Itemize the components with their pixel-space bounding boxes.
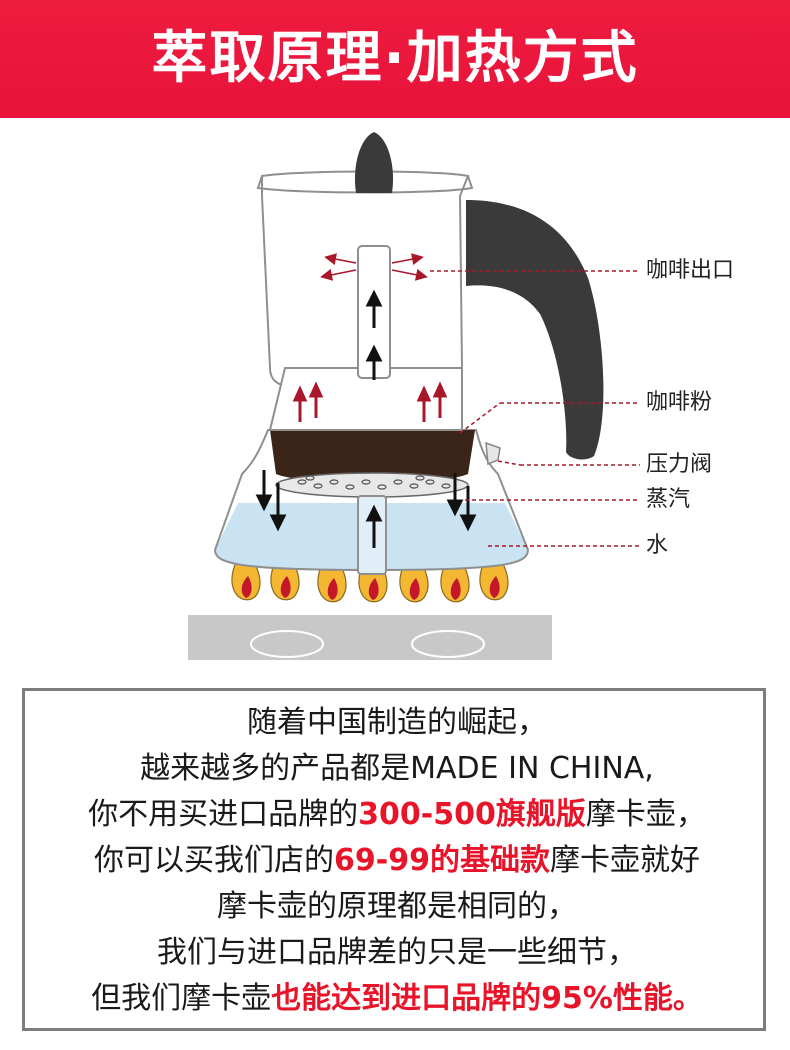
- funnel-tube: [357, 495, 387, 575]
- description-line: 摩卡壶的原理都是相同的，: [25, 887, 769, 927]
- middle-belt: [268, 367, 463, 431]
- highlight-text: 也能达到进口品牌的95%性能。: [271, 981, 703, 1016]
- description-line: 但我们摩卡壶也能达到进口品牌的95%性能。: [25, 979, 769, 1019]
- label-steam: 蒸汽: [646, 487, 691, 512]
- flames: [231, 544, 509, 603]
- body-text: 我们与进口品牌差的只是一些细节，: [157, 935, 637, 970]
- body-text: 但我们摩卡壶: [91, 981, 272, 1016]
- pressure-valve-shape: [485, 441, 501, 466]
- moka-pot-illustration: [188, 132, 640, 660]
- black-arrows: [255, 289, 477, 548]
- description-line: 你不用买进口品牌的300-500旗舰版摩卡壶，: [25, 795, 769, 835]
- body-text: 摩卡壶的原理都是相同的，: [217, 889, 577, 924]
- label-coffee-outlet: 咖啡出口: [646, 258, 735, 283]
- highlight-text: 69-99的基础款: [334, 843, 550, 878]
- body-text: 你可以买我们店的: [94, 843, 335, 878]
- leader-lines: [430, 270, 640, 547]
- title-banner: 萃取原理·加热方式: [0, 0, 790, 118]
- description-line: 随着中国制造的崛起，: [25, 703, 769, 743]
- banner-title: 萃取原理·加热方式: [151, 26, 639, 91]
- moka-pot-diagram: 咖啡出口 咖啡粉 压力阀 蒸汽 水: [0, 118, 790, 678]
- label-water: 水: [646, 533, 669, 558]
- label-pressure-valve: 压力阀: [646, 452, 713, 477]
- label-coffee-powder: 咖啡粉: [646, 390, 713, 415]
- red-arrows: [292, 381, 448, 422]
- description-line: 越来越多的产品都是MADE IN CHINA,: [25, 749, 769, 789]
- description-box: 随着中国制造的崛起， 越来越多的产品都是MADE IN CHINA, 你不用买进口品…: [22, 688, 766, 1031]
- coffee-grounds: [270, 430, 475, 483]
- body-text: 摩卡壶就好: [549, 843, 700, 878]
- outlet-arrows: [320, 253, 428, 281]
- highlight-text: 300-500旗舰版: [358, 797, 586, 832]
- body-text: 你不用买进口品牌的: [88, 797, 359, 832]
- stove-plate: [188, 615, 552, 660]
- description-line: 我们与进口品牌差的只是一些细节，: [25, 933, 769, 973]
- lid-knob: [354, 132, 394, 193]
- body-text: 摩卡壶，: [585, 797, 706, 832]
- description-line: 你可以买我们店的69-99的基础款摩卡壶就好: [25, 841, 769, 881]
- body-text: 越来越多的产品都是MADE IN CHINA,: [140, 751, 654, 786]
- body-text: 随着中国制造的崛起，: [247, 705, 547, 740]
- handle: [466, 200, 604, 460]
